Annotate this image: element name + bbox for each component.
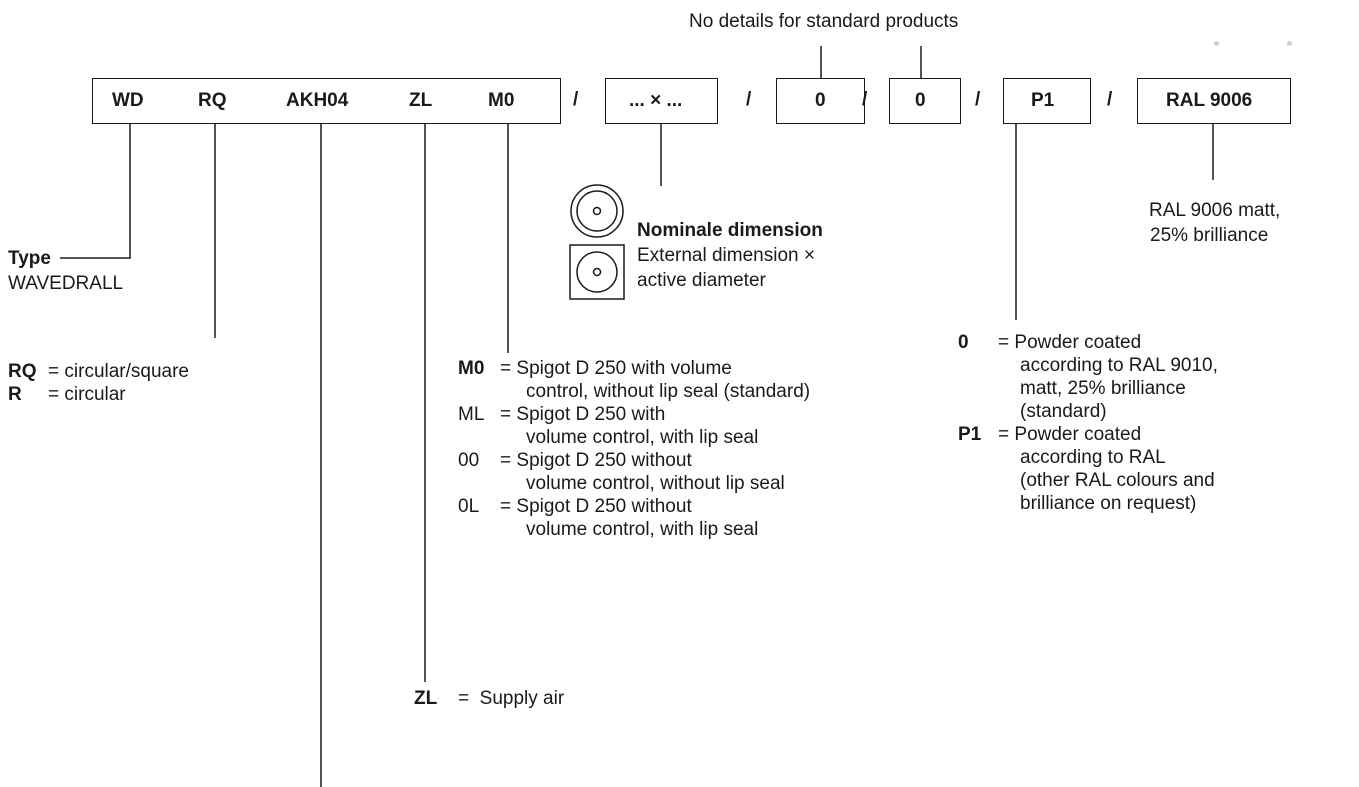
code-dimension: ... × ... xyxy=(629,90,683,111)
ral-note-line2: 25% brilliance xyxy=(1150,225,1269,246)
zero1-box xyxy=(776,78,865,124)
m-option-00: 00= Spigot D 250 without xyxy=(458,450,692,471)
separator-slash: / xyxy=(975,89,981,110)
square-diffuser-icon xyxy=(569,244,625,300)
rq-option: RQ= circular/square xyxy=(8,361,189,382)
zero2-box xyxy=(889,78,961,124)
code-wd: WD xyxy=(112,90,144,111)
p-option-p1-line2: according to RAL xyxy=(1020,447,1166,468)
code-zero2: 0 xyxy=(915,90,926,111)
code-m0: M0 xyxy=(488,90,515,111)
m-option-m0-line2: control, without lip seal (standard) xyxy=(526,381,811,402)
ral-box xyxy=(1137,78,1291,124)
separator-slash: / xyxy=(573,89,579,110)
code-p1: P1 xyxy=(1031,90,1055,111)
dimension-line1: External dimension × xyxy=(637,245,815,266)
p-option-p1: P1= Powder coated xyxy=(958,424,1142,445)
ral-note-line1: RAL 9006 matt, xyxy=(1149,200,1281,221)
code-ral: RAL 9006 xyxy=(1166,90,1253,111)
p1-box xyxy=(1003,78,1091,124)
separator-slash: / xyxy=(746,89,752,110)
p-options-list: 0= Powder coated according to RAL 9010, … xyxy=(958,331,1218,515)
code-akh04: AKH04 xyxy=(286,90,349,111)
zl-option: ZL= Supply air xyxy=(414,688,565,709)
decorative-dot xyxy=(1287,41,1292,46)
separator-slash: / xyxy=(1107,89,1113,110)
p-option-p1-line3: (other RAL colours and xyxy=(1020,470,1215,491)
p-option-0-line2: according to RAL 9010, xyxy=(1020,355,1218,376)
dimension-line2: active diameter xyxy=(637,270,766,291)
code-rq: RQ xyxy=(198,90,227,111)
m-option-ml-line2: volume control, with lip seal xyxy=(526,427,759,448)
m-option-m0: M0= Spigot D 250 with volume xyxy=(458,358,732,379)
m-option-ml: ML= Spigot D 250 with xyxy=(458,404,666,425)
r-option: R= circular xyxy=(8,384,126,405)
dimension-box xyxy=(605,78,718,124)
separator-slash: / xyxy=(862,89,868,110)
decorative-dot xyxy=(1214,41,1219,46)
m-options-list: M0= Spigot D 250 with volume control, wi… xyxy=(458,357,810,541)
type-label: Type xyxy=(8,248,51,269)
p-option-0-line3: matt, 25% brilliance xyxy=(1020,378,1186,399)
leader-wd xyxy=(60,124,131,259)
p-option-0: 0= Powder coated xyxy=(958,332,1142,353)
main-code-box xyxy=(92,78,561,124)
p-option-p1-line4: brilliance on request) xyxy=(1020,493,1197,514)
round-diffuser-icon xyxy=(569,183,625,239)
code-zero1: 0 xyxy=(815,90,826,111)
p-option-0-line4: (standard) xyxy=(1020,401,1107,422)
type-value: WAVEDRALL xyxy=(8,273,124,294)
code-zl: ZL xyxy=(409,90,433,111)
m-option-0l: 0L= Spigot D 250 without xyxy=(458,496,692,517)
m-option-0l-line2: volume control, with lip seal xyxy=(526,519,759,540)
dimension-title: Nominale dimension xyxy=(637,220,823,241)
header-note: No details for standard products xyxy=(689,11,959,32)
m-option-00-line2: volume control, without lip seal xyxy=(526,473,785,494)
